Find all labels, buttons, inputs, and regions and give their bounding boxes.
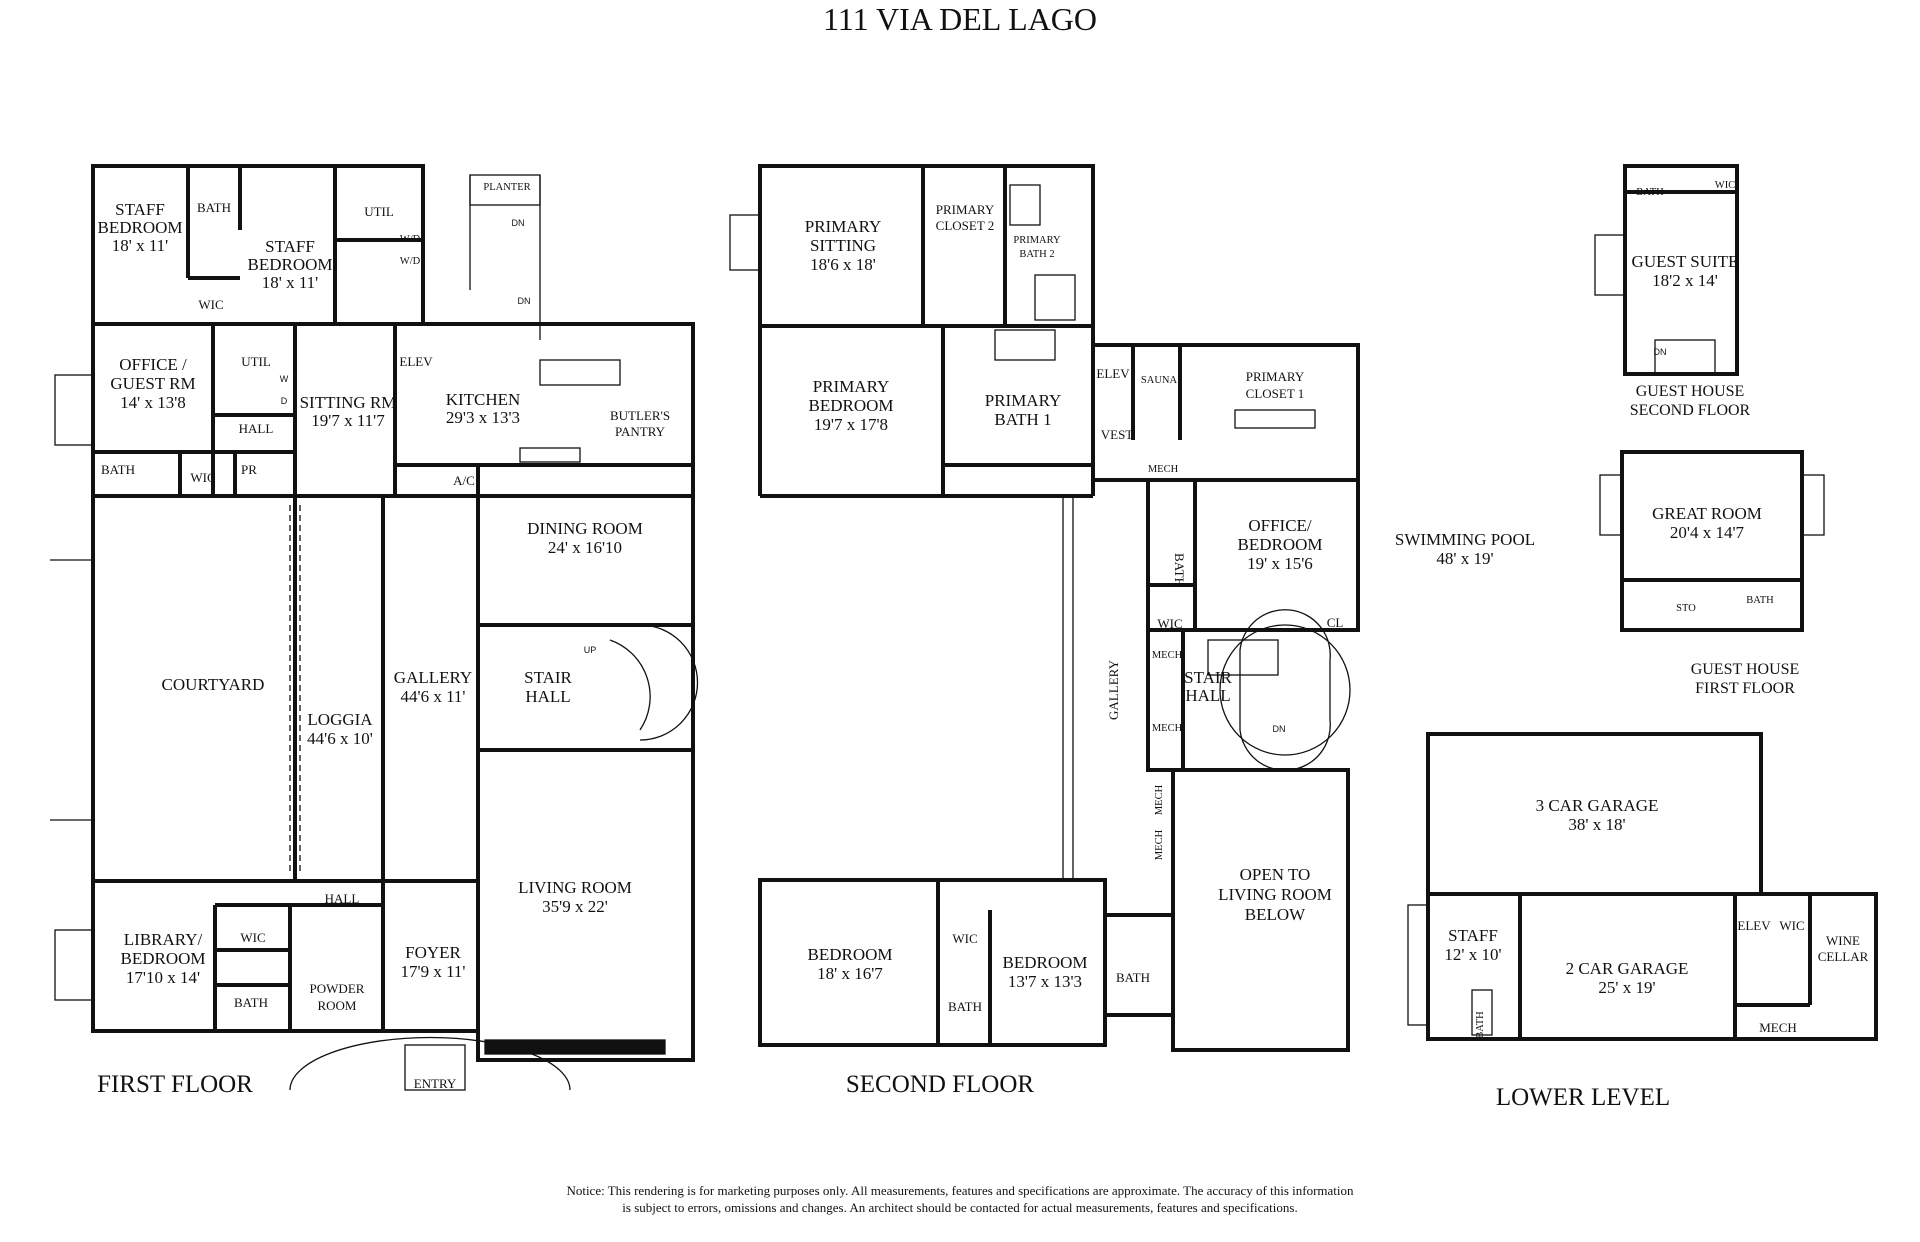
vest-label: VEST xyxy=(1101,427,1134,442)
ac-label: A/C xyxy=(453,473,475,488)
bath-bed-label: BATH xyxy=(948,999,982,1014)
elev-2-label: ELEV xyxy=(1096,366,1130,381)
mech-ll-label: MECH xyxy=(1759,1020,1797,1035)
second-floor-label: SECOND FLOOR xyxy=(846,1071,1035,1098)
guest-lower-details xyxy=(1407,234,1825,1036)
sauna-label: SAUNA xyxy=(1141,375,1178,386)
plan-title: 111 VIA DEL LAGO xyxy=(823,1,1097,37)
bath-bed-b-label: BATH xyxy=(1116,970,1150,985)
hall-lower-label: HALL xyxy=(325,891,360,906)
util-top-label: UTIL xyxy=(364,204,394,219)
courtyard-label: COURTYARD xyxy=(162,675,265,694)
bath-office-label: BATH xyxy=(101,462,135,477)
notice-line-1: Notice: This rendering is for marketing … xyxy=(566,1183,1354,1198)
bath-2f-label: BATH xyxy=(1172,553,1187,587)
up-label: UP xyxy=(584,645,597,655)
wd-2-label: W/D xyxy=(400,256,421,267)
mech-b-label: MECH xyxy=(1152,650,1183,661)
mech-a-label: MECH xyxy=(1148,464,1179,475)
w-label: W xyxy=(280,374,289,384)
bath-gs-label: BATH xyxy=(1636,187,1664,198)
bath-ll-label: BATH xyxy=(1475,1011,1486,1039)
mech-e-label: MECH xyxy=(1154,829,1165,860)
wd-1-label: W/D xyxy=(400,234,421,245)
cl-label: CL xyxy=(1327,615,1344,630)
pr-label: PR xyxy=(241,462,257,477)
bath-gr-label: BATH xyxy=(1746,595,1774,606)
sto-label: STO xyxy=(1676,603,1696,614)
dn-b-label: DN xyxy=(518,296,531,306)
wic-2f-label: WIC xyxy=(1157,616,1182,631)
elev-ll-label: ELEV xyxy=(1737,918,1771,933)
dn-a-label: DN xyxy=(512,218,525,228)
lower-level-label: LOWER LEVEL xyxy=(1496,1084,1670,1111)
wic-bed-label: WIC xyxy=(952,931,977,946)
entry-label: ENTRY xyxy=(414,1076,457,1091)
second-floor-walls xyxy=(758,164,1360,1052)
elev-1-label: ELEV xyxy=(399,354,433,369)
wic-lib-label: WIC xyxy=(240,930,265,945)
second-floor-details xyxy=(729,184,1351,880)
first-floor-walls xyxy=(91,164,695,1062)
wic-staff-label: WIC xyxy=(198,297,223,312)
staff-bath-label: BATH xyxy=(197,200,231,215)
notice-line-2: is subject to errors, omissions and chan… xyxy=(622,1200,1298,1215)
dn-c-label: DN xyxy=(1273,724,1286,734)
first-floor-details xyxy=(50,174,699,1091)
mech-c-label: MECH xyxy=(1152,723,1183,734)
bath-lib-label: BATH xyxy=(234,995,268,1010)
util-mid-label: UTIL xyxy=(241,354,271,369)
mech-d-label: MECH xyxy=(1154,784,1165,815)
hall-mid-label: HALL xyxy=(239,421,274,436)
first-floor-label: FIRST FLOOR xyxy=(97,1071,253,1098)
wic-gs-label: WIC xyxy=(1715,180,1735,191)
planter-label: PLANTER xyxy=(483,182,530,193)
guest-lower-walls xyxy=(1426,164,1878,1041)
gallery-2-label: GALLERY xyxy=(1106,659,1121,720)
wic-office-label: WIC xyxy=(190,470,215,485)
dn-gs-label: DN xyxy=(1654,347,1667,357)
notice-text: Notice: This rendering is for marketing … xyxy=(440,1182,1480,1216)
d-label: D xyxy=(281,396,288,406)
wic-ll-label: WIC xyxy=(1779,918,1804,933)
